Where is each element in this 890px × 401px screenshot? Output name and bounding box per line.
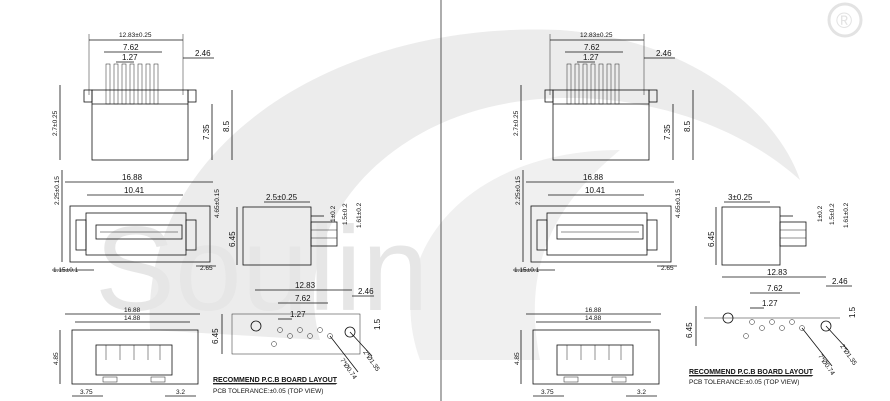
dim-bottom-w2: 14.88 [585, 315, 602, 322]
dim-pcb-overall: 12.83 [295, 281, 316, 290]
dim-height-right: 4.65±0.15 [214, 189, 221, 218]
dim-pcb-v: 1.5 [373, 318, 382, 330]
pcb-title: RECOMMEND P.C.B BOARD LAYOUT [689, 369, 814, 376]
dim-bottom-w2: 14.88 [124, 315, 141, 322]
pcb-hole-large-2 [820, 320, 832, 332]
registered-mark-circle [827, 2, 863, 38]
pcb-hole-large-1 [722, 312, 734, 324]
dim-height-left: 2.25±0.15 [54, 176, 61, 205]
pcb-hole-large-1 [250, 320, 262, 332]
pins [105, 63, 159, 105]
pcb-layout: 12.83 2.46 7.62 1.27 6.45 1.5 2*Ø1.35 7*… [685, 268, 858, 386]
dim-pcb-overall: 12.83 [767, 268, 788, 277]
dim-offset: 1.15±0.1 [514, 267, 540, 274]
dim-height-a: 7.35 [202, 124, 211, 140]
side-view: 2.5±0.25 6.45 1±0.2 1.5±0.2 1.61±0.2 [228, 193, 363, 266]
dim-pcb-pitch: 1.27 [290, 310, 306, 319]
dim-bottom-h: 4.85 [514, 352, 521, 365]
side-view: 3±0.25 6.45 1±0.2 1.5±0.2 1.61±0.2 [707, 193, 850, 266]
dim-side-d1: 1±0.2 [330, 205, 337, 222]
dim-bottom-w1: 16.88 [585, 307, 602, 314]
dim-height-b: 8.5 [222, 120, 231, 132]
dim-overall: 12.83±0.25 [580, 32, 613, 39]
bottom-view: 16.88 14.88 4.85 3.75 3.2 [53, 307, 200, 397]
dim-offset: 1.15±0.1 [53, 267, 79, 274]
dim-pcb-h: 6.45 [685, 322, 694, 338]
dim-side-d2: 1.5±0.2 [829, 203, 836, 225]
top-view: 12.83±0.25 7.62 1.27 2.46 2.7±0.25 7.35 [52, 32, 233, 161]
dim-side-d3: 1.61±0.2 [356, 202, 363, 228]
dim-inner: 10.41 [585, 186, 606, 195]
dim-pitch: 1.27 [122, 53, 138, 62]
dim-right: 2.65 [200, 265, 213, 272]
dim-height-b: 8.5 [683, 120, 692, 132]
pcb-note: PCB TOLERANCE:±0.05 (TOP VIEW) [213, 388, 323, 395]
watermark-registered: ® [836, 8, 852, 33]
dim-pcb-span: 7.62 [767, 284, 783, 293]
dim-pcb-hole-small: 7*Ø0.74 [338, 357, 358, 381]
dim-height-a: 7.35 [663, 124, 672, 140]
dim-height-right: 4.65±0.15 [675, 189, 682, 218]
dim-edge: 2.46 [195, 49, 211, 58]
dim-pcb-edge: 2.46 [832, 277, 848, 286]
dim-pcb-span: 7.62 [295, 294, 311, 303]
dim-pcb-v: 1.5 [848, 306, 857, 318]
dim-bottom-h: 4.85 [53, 352, 60, 365]
panel-left: 12.83±0.25 7.62 1.27 2.46 2.7±0.25 7.35 [52, 32, 382, 397]
dim-pcb-edge: 2.46 [358, 287, 374, 296]
dim-bottom-w1: 16.88 [124, 307, 141, 314]
dim-pitch: 1.27 [583, 53, 599, 62]
dim-pin-span: 7.62 [123, 43, 139, 52]
dim-side-d2: 1.5±0.2 [342, 203, 349, 225]
bottom-view: 16.88 14.88 4.85 3.75 3.2 [514, 307, 661, 397]
front-view: 16.88 10.41 2.25±0.15 4.65±0.15 1.15±0.1… [52, 170, 221, 274]
dim-inner: 10.41 [124, 186, 145, 195]
dim-pcb-h: 6.45 [211, 328, 220, 344]
dim-height-left: 2.25±0.15 [515, 176, 522, 205]
dim-side-d1: 1±0.2 [817, 205, 824, 222]
panel-right: 12.83±0.25 7.62 1.27 2.46 2.7±0.25 7.35 … [513, 32, 858, 397]
dim-width: 16.88 [583, 173, 604, 182]
dim-edge: 2.46 [656, 49, 672, 58]
top-view: 12.83±0.25 7.62 1.27 2.46 2.7±0.25 7.35 … [513, 32, 694, 161]
pcb-hole-large-2 [344, 326, 356, 338]
dim-width: 16.88 [122, 173, 143, 182]
watermark: Soulin ® [95, 2, 863, 360]
dim-side-top: 3±0.25 [728, 193, 753, 202]
dim-pcb-pitch: 1.27 [762, 299, 778, 308]
dim-pcb-hole-big: 2*Ø1.35 [361, 349, 381, 373]
dim-right: 2.65 [661, 265, 674, 272]
dim-pin-span: 7.62 [584, 43, 600, 52]
dim-side-top: 2.5±0.25 [266, 193, 298, 202]
pins [566, 63, 620, 105]
front-view: 16.88 10.41 2.25±0.15 4.65±0.15 1.15±0.1… [513, 170, 682, 274]
dim-pcb-hole-big: 2*Ø1.35 [838, 343, 858, 367]
pcb-title: RECOMMEND P.C.B BOARD LAYOUT [213, 377, 338, 384]
dim-height-tol: 2.7±0.25 [52, 110, 59, 136]
pcb-note: PCB TOLERANCE:±0.05 (TOP VIEW) [689, 379, 799, 386]
watermark-brand: Soulin [95, 202, 429, 336]
dim-bottom-left: 3.75 [80, 389, 93, 396]
dim-bottom-right: 3.2 [176, 389, 185, 396]
dim-side-d3: 1.61±0.2 [843, 202, 850, 228]
dim-side-h: 6.45 [228, 231, 237, 247]
dim-pcb-hole-small: 7*Ø0.74 [816, 353, 836, 377]
dim-overall: 12.83±0.25 [119, 32, 152, 39]
dim-bottom-left: 3.75 [541, 389, 554, 396]
dim-side-h: 6.45 [707, 231, 716, 247]
dim-bottom-right: 3.2 [637, 389, 646, 396]
dim-height-tol: 2.7±0.25 [513, 110, 520, 136]
